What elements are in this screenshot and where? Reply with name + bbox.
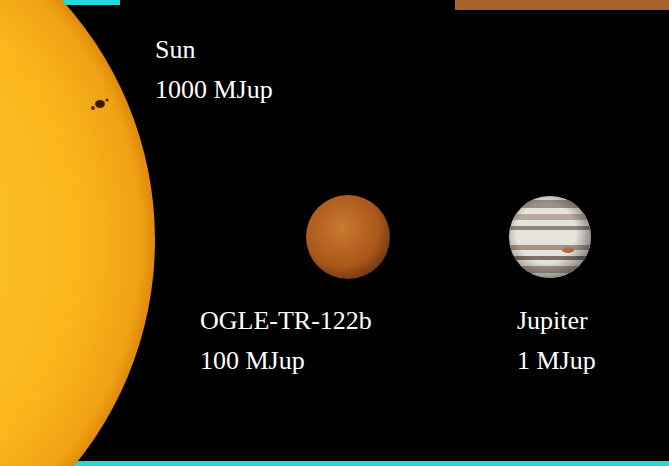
sun-disk [0,0,155,466]
sunspot [95,100,105,108]
mass-label: 1 MJup [517,346,596,376]
planet-jupiter [505,194,595,284]
cyan-border [42,461,669,466]
mass-label: 1000 MJup [155,75,273,105]
black-panel-top [120,0,455,5]
planet-ogle [306,195,390,279]
cyan-strip [0,0,455,5]
object-name: Sun [155,35,195,65]
object-name: Jupiter [517,306,588,336]
sunspot [106,99,109,102]
orange-fragment [455,0,669,10]
sunspot [91,106,95,110]
mass-label: 100 MJup [200,346,305,376]
object-name: OGLE-TR-122b [200,306,372,336]
